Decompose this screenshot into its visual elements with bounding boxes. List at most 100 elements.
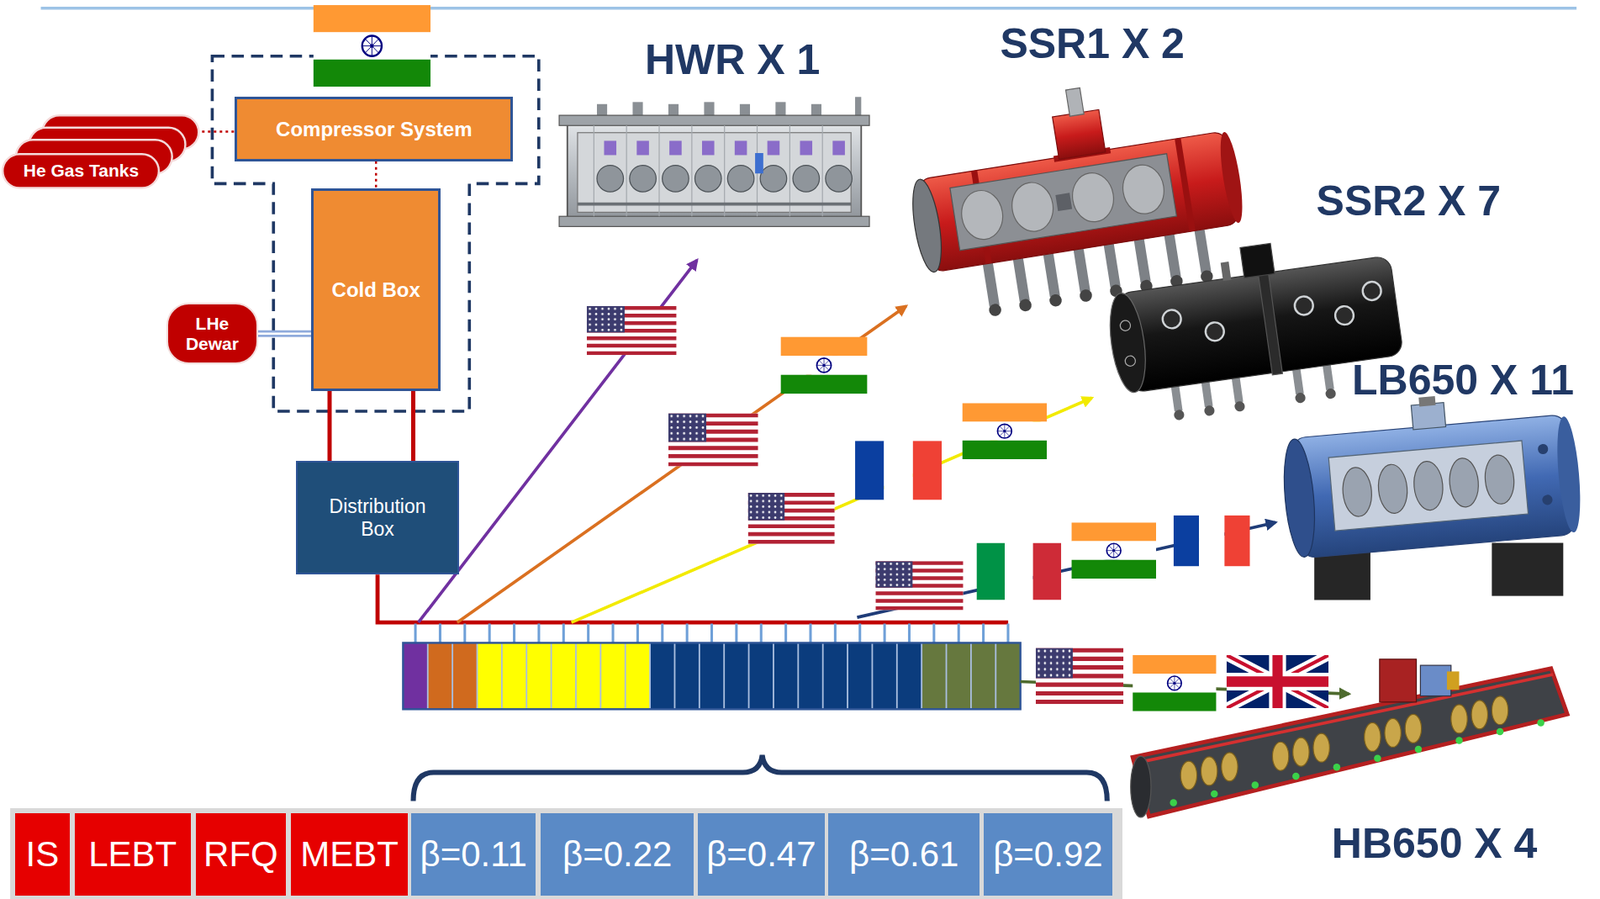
ssr1-cryomodule-illustration [907,177,946,275]
node-text: β=0.47 [701,834,821,875]
cryomodule-heading-slot: LB650 X 11 [1351,359,1574,402]
lb650-cryomodule-illustration [1447,456,1481,508]
hb650-cryomodule-illustration [1420,665,1451,696]
cryomodule-arrows [418,259,698,623]
pipe-connector [258,332,312,334]
ssr2-cryomodule-illustration [1257,270,1283,375]
ssr2-cryomodule-illustration [1361,280,1383,302]
ssr2-cryomodule-illustration [1124,354,1136,367]
pipe-connector [412,390,414,462]
section-box: IS [15,813,69,896]
hb650-cryomodule-illustration [1200,756,1217,786]
hb650-cryomodule-illustration [1169,798,1177,806]
node-text: β=0.11 [414,834,533,875]
cryomodule-heading: SSR2 X 7 [1316,177,1502,225]
cryomodule-heading-slot: HB650 X 4 [1331,822,1538,865]
ssr2-cryomodule-illustration [1294,391,1307,404]
hb650-cryomodule-illustration [1404,713,1421,743]
section-box: RFQ [195,813,286,896]
ssr2-cryomodule-illustration [1173,409,1186,422]
pipe-connector [375,161,377,190]
cryomodule-bar [402,642,1020,709]
section-bracket [413,755,1108,802]
hwr-cryomodule-illustration [702,140,715,155]
ssr2-cryomodule-illustration [1201,380,1214,408]
flag-usa [668,412,759,466]
hb650-cryomodule-illustration [1373,754,1381,761]
lb650-cryomodule-illustration [1491,543,1564,597]
lb650-cryomodule-illustration [1553,415,1585,534]
ssr1-cryomodule-illustration [1048,293,1063,308]
hb650-cryomodule-illustration [1536,718,1544,726]
ssr1-cryomodule-illustration [1174,137,1196,232]
ssr1-cryomodule-illustration [1164,233,1182,278]
ssr1-cryomodule-illustration [1018,298,1033,313]
flag-india [313,5,432,87]
hwr-cryomodule-illustration [825,165,853,193]
flag-usa [748,492,835,544]
cryomodule-bar [649,642,922,709]
hb650-cryomodule-illustration [1446,670,1460,690]
top-rule [41,6,1578,11]
flag-italy [976,543,1062,601]
hb650-cryomodule-illustration [1180,760,1197,790]
ssr1-cryomodule-illustration [1103,243,1121,288]
ssr2-cryomodule-illustration [1104,290,1152,395]
node-text: LHe Dewar [178,313,247,354]
hwr-cryomodule-illustration [760,165,787,193]
section-strip [10,807,1123,899]
hb650-cryomodule-illustration [1384,718,1401,747]
text-area: Compressor System [237,99,511,159]
ssr2-cryomodule-illustration [1292,366,1305,395]
ssr1-cryomodule-illustration [982,262,1000,307]
node-text: Distribution Box [317,495,438,540]
flag-india [961,402,1047,460]
node-text: MEBT [294,834,406,875]
lb650-cryomodule-illustration [1537,443,1549,455]
flag-france [1173,515,1251,567]
ssr1-cryomodule-illustration [1052,109,1106,159]
gas-tank-symbol [3,153,160,188]
hwr-cryomodule-illustration [767,140,781,155]
hb650-cryomodule-illustration [1130,755,1152,818]
lb650-cryomodule-illustration [1410,402,1446,430]
ssr1-cryomodule-illustration [1215,131,1247,225]
hb650-cryomodule-illustration [1333,763,1341,771]
cryomodule-heading: HWR X 1 [644,36,820,84]
flag-france [855,440,942,500]
text-area: Distribution Box [297,462,458,573]
hwr-cryomodule-illustration [832,140,845,155]
hwr-cryomodule-illustration [775,101,786,117]
hb650-cryomodule-illustration [1451,704,1468,734]
cryomodule-arrows [571,397,1093,623]
ssr1-cryomodule-illustration [1043,253,1061,297]
pipe-line [411,390,416,462]
hwr-cryomodule-illustration [811,104,822,117]
ssr1-cryomodule-illustration [1066,87,1085,117]
hwr-cryomodule-illustration [559,216,870,227]
top-rule [41,7,1578,9]
hb650-cryomodule-illustration [1415,745,1422,753]
hwr-cryomodule-illustration [668,104,679,117]
ssr1-cryomodule-illustration [1008,179,1057,234]
ssr2-cryomodule-illustration [1119,319,1132,332]
bar-stubs [415,623,1009,643]
hwr-cryomodule-illustration [727,165,755,193]
text-area: He Gas Tanks [1,153,160,189]
text-area: MEBT [290,813,409,896]
pipe-casing [258,330,312,338]
ssr2-cryomodule-illustration [1203,321,1226,343]
hb650-cryomodule-illustration [1455,736,1463,744]
ssr1-cryomodule-illustration [1073,248,1091,292]
ssr1-cryomodule-illustration [1068,169,1117,225]
ssr1-cryomodule-illustration [1078,288,1094,303]
beta-section-box: β=0.47 [697,813,824,896]
hwr-cryomodule-illustration [567,122,862,223]
ssr2-cryomodule-illustration [1231,375,1244,404]
node-text: RFQ [199,834,283,875]
text-area: β=0.11 [411,813,536,896]
beta-section-box: β=0.92 [983,813,1113,896]
cryomodule-heading-slot: SSR1 X 2 [999,22,1185,65]
hb650-cryomodule-illustration [1293,737,1310,766]
